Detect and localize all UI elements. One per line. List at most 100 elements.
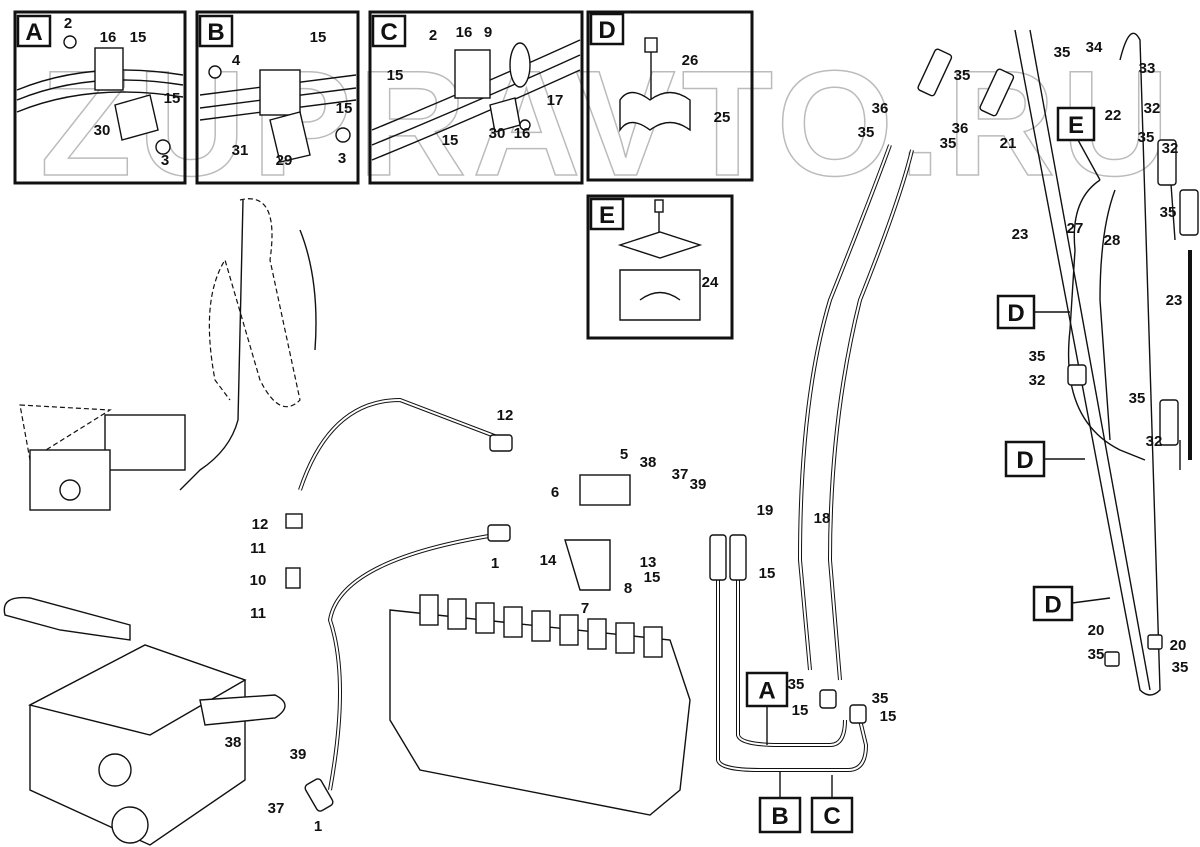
valve-spool <box>419 594 439 626</box>
part-number-label: 12 <box>252 516 269 533</box>
part-number-label: 19 <box>757 502 774 519</box>
view-marker-d-frame <box>1032 585 1074 622</box>
part-number-label: 29 <box>276 152 293 169</box>
part-number-label: 15 <box>880 708 897 725</box>
fittings <box>285 48 1199 812</box>
inset-letter-frame <box>371 14 407 48</box>
inset-letter-frame <box>589 197 625 231</box>
inset-drawings <box>16 35 703 321</box>
part-number-label: 18 <box>814 510 831 527</box>
part-number-label: 11 <box>250 540 266 557</box>
part-number-label: 8 <box>624 580 632 597</box>
part-number-label: 11 <box>250 605 266 622</box>
view-marker-b-frame <box>758 796 802 834</box>
part-number-label: 39 <box>690 476 707 493</box>
part-number-label: 37 <box>268 800 285 817</box>
part-number-label: 35 <box>858 124 875 141</box>
part-number-label: 30 <box>489 125 506 142</box>
part-number-label: 5 <box>620 446 628 463</box>
view-marker-c: C <box>823 803 840 830</box>
part-number-label: 14 <box>540 552 557 569</box>
part-number-label: 20 <box>1170 637 1187 654</box>
inset-letter-frame <box>589 12 625 46</box>
view-marker-d: D <box>1016 447 1033 474</box>
inset-frames <box>13 10 754 340</box>
marker-arrows <box>766 139 1111 798</box>
part-number-label: 33 <box>1139 60 1156 77</box>
part-number-label: 13 <box>640 554 657 571</box>
part-number-label: 32 <box>1162 140 1179 157</box>
part-number-label: 16 <box>456 24 473 41</box>
part-number-label: 35 <box>1088 646 1105 663</box>
control-valve-block <box>389 594 691 816</box>
part-number-label: 16 <box>100 29 117 46</box>
view-marker-a: A <box>758 678 775 705</box>
part-number-label: 12 <box>497 407 514 424</box>
hoses <box>298 29 1192 791</box>
valve-spool <box>643 626 663 658</box>
part-number-label: 32 <box>1146 433 1163 450</box>
part-number-label: 35 <box>954 67 971 84</box>
part-number-label: 15 <box>759 565 776 582</box>
part-number-label: 17 <box>547 92 564 109</box>
part-number-label: 3 <box>161 152 169 169</box>
part-number-label: 15 <box>336 100 353 117</box>
inset-letter-frame <box>198 14 234 48</box>
part-number-label: 31 <box>232 142 249 159</box>
part-number-label: 15 <box>644 569 661 586</box>
view-marker-e: E <box>1068 112 1084 139</box>
part-number-label: 27 <box>1067 220 1084 237</box>
part-number-label: 35 <box>788 676 805 693</box>
part-number-label: 3 <box>338 150 346 167</box>
view-marker-c-frame <box>810 796 854 834</box>
inset-letter: E <box>599 202 615 229</box>
view-marker-d-frame <box>996 294 1036 330</box>
part-number-label: 38 <box>640 454 657 471</box>
part-number-label: 35 <box>872 690 889 707</box>
part-number-label: 35 <box>1029 348 1046 365</box>
part-number-label: 26 <box>682 52 699 69</box>
view-marker-a-frame <box>745 671 789 708</box>
valve-spool <box>531 610 551 642</box>
part-number-label: 39 <box>290 746 307 763</box>
valve-spool <box>615 622 635 654</box>
valve-spool <box>559 614 579 646</box>
part-number-label: 36 <box>872 100 889 117</box>
part-number-label: 15 <box>792 702 809 719</box>
part-number-label: 34 <box>1086 39 1103 56</box>
valve-spool <box>587 618 607 650</box>
part-number-label: 24 <box>702 274 719 291</box>
part-number-label: 15 <box>164 90 181 107</box>
view-marker-d: D <box>1007 300 1024 327</box>
part-number-label: 9 <box>484 24 492 41</box>
part-number-label: 20 <box>1088 622 1105 639</box>
part-number-label: 35 <box>1129 390 1146 407</box>
part-number-label: 32 <box>1029 372 1046 389</box>
part-number-label: 36 <box>952 120 969 137</box>
part-number-label: 15 <box>387 67 404 84</box>
part-number-label: 35 <box>1054 44 1071 61</box>
part-number-label: 15 <box>130 29 147 46</box>
part-number-label: 37 <box>672 466 689 483</box>
part-number-label: 2 <box>429 27 437 44</box>
part-number-label: 23 <box>1166 292 1183 309</box>
valve-spool <box>475 602 495 634</box>
part-number-label: 2 <box>64 15 72 32</box>
part-number-label: 6 <box>551 484 559 501</box>
machine-overview-sketch <box>19 198 317 511</box>
part-number-label: 10 <box>250 572 267 589</box>
part-number-label: 28 <box>1104 232 1121 249</box>
part-number-label: 35 <box>940 135 957 152</box>
part-number-label: 32 <box>1144 100 1161 117</box>
inset-letter: B <box>207 19 224 46</box>
part-number-label: 21 <box>1000 135 1017 152</box>
part-number-label: 1 <box>491 555 499 572</box>
part-number-label: 35 <box>1138 129 1155 146</box>
view-marker-b: B <box>771 803 788 830</box>
part-number-label: 16 <box>514 125 531 142</box>
part-number-label: 7 <box>581 600 589 617</box>
part-number-label: 1 <box>314 818 322 835</box>
